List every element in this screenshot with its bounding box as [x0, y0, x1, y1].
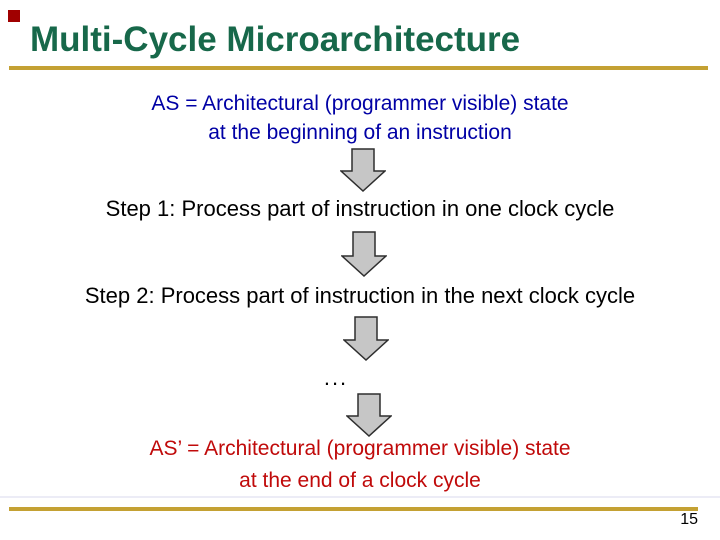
as-definition-line1: AS = Architectural (programmer visible) … [151, 92, 569, 115]
down-arrow-icon [346, 393, 392, 437]
down-arrow-icon [343, 316, 389, 361]
footer-divider-line [9, 507, 698, 511]
down-arrow-icon [340, 148, 386, 192]
as-definition-line2: at the beginning of an instruction [208, 121, 512, 144]
step-1-text: Step 1: Process part of instruction in o… [105, 196, 615, 221]
down-arrow-icon [341, 231, 387, 277]
as-prime-definition-line2: at the end of a clock cycle [239, 469, 481, 492]
page-number: 15 [680, 511, 698, 528]
step-2-text: Step 2: Process part of instruction in t… [84, 283, 636, 308]
title-divider-line [9, 66, 708, 70]
ellipsis-text: ... [323, 365, 349, 390]
as-prime-definition-line1: AS’ = Architectural (programmer visible)… [149, 437, 571, 460]
red-square-bullet-icon [8, 10, 20, 22]
slide-title: Multi-Cycle Microarchitecture [30, 20, 521, 59]
footer-faint-line [0, 496, 720, 498]
